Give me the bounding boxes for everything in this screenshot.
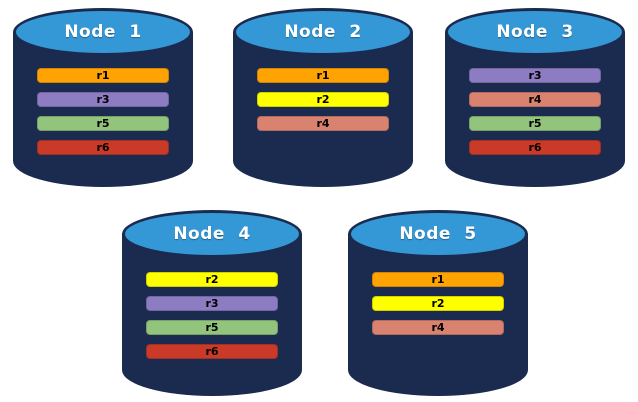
replica-bar-r3: r3 [469,68,601,83]
cylinder-body [122,234,302,396]
replica-bar-r4: r4 [469,92,601,107]
replica-list: r1 r3 r5 r6 [13,68,193,164]
replica-list: r1 r2 r4 [348,272,528,344]
node-title: Node 2 [284,22,362,42]
replica-bar-r5: r5 [146,320,278,335]
replica-bar-r1: r1 [257,68,389,83]
replica-bar-r6: r6 [469,140,601,155]
cylinder-top: Node 4 [122,210,302,258]
cylinder-body [348,234,528,396]
db-cylinder-node-3: Node 3 r3 r4 r5 r6 [445,8,625,187]
replica-bar-r6: r6 [37,140,169,155]
replica-bar-r2: r2 [146,272,278,287]
db-cylinder-node-1: Node 1 r1 r3 r5 r6 [13,8,193,187]
replica-bar-r3: r3 [146,296,278,311]
replica-list: r2 r3 r5 r6 [122,272,302,368]
cylinder-top: Node 1 [13,8,193,56]
node-title: Node 3 [496,22,574,42]
replica-bar-r2: r2 [257,92,389,107]
node-title: Node 5 [399,224,477,244]
replica-bar-r5: r5 [469,116,601,131]
db-cylinder-node-5: Node 5 r1 r2 r4 [348,210,528,396]
cylinder-top: Node 2 [233,8,413,56]
db-cylinder-node-2: Node 2 r1 r2 r4 [233,8,413,187]
node-title: Node 4 [173,224,251,244]
replica-bar-r4: r4 [257,116,389,131]
replica-bar-r5: r5 [37,116,169,131]
db-cylinder-node-4: Node 4 r2 r3 r5 r6 [122,210,302,396]
replica-list: r3 r4 r5 r6 [445,68,625,164]
replica-bar-r2: r2 [372,296,504,311]
cylinder-body [445,32,625,187]
cylinder-top: Node 3 [445,8,625,56]
replica-bar-r1: r1 [372,272,504,287]
replica-bar-r3: r3 [37,92,169,107]
replica-bar-r4: r4 [372,320,504,335]
cylinder-body [13,32,193,187]
cylinder-top: Node 5 [348,210,528,258]
cylinder-body [233,32,413,187]
replica-bar-r1: r1 [37,68,169,83]
replica-list: r1 r2 r4 [233,68,413,140]
node-title: Node 1 [64,22,142,42]
replica-bar-r6: r6 [146,344,278,359]
